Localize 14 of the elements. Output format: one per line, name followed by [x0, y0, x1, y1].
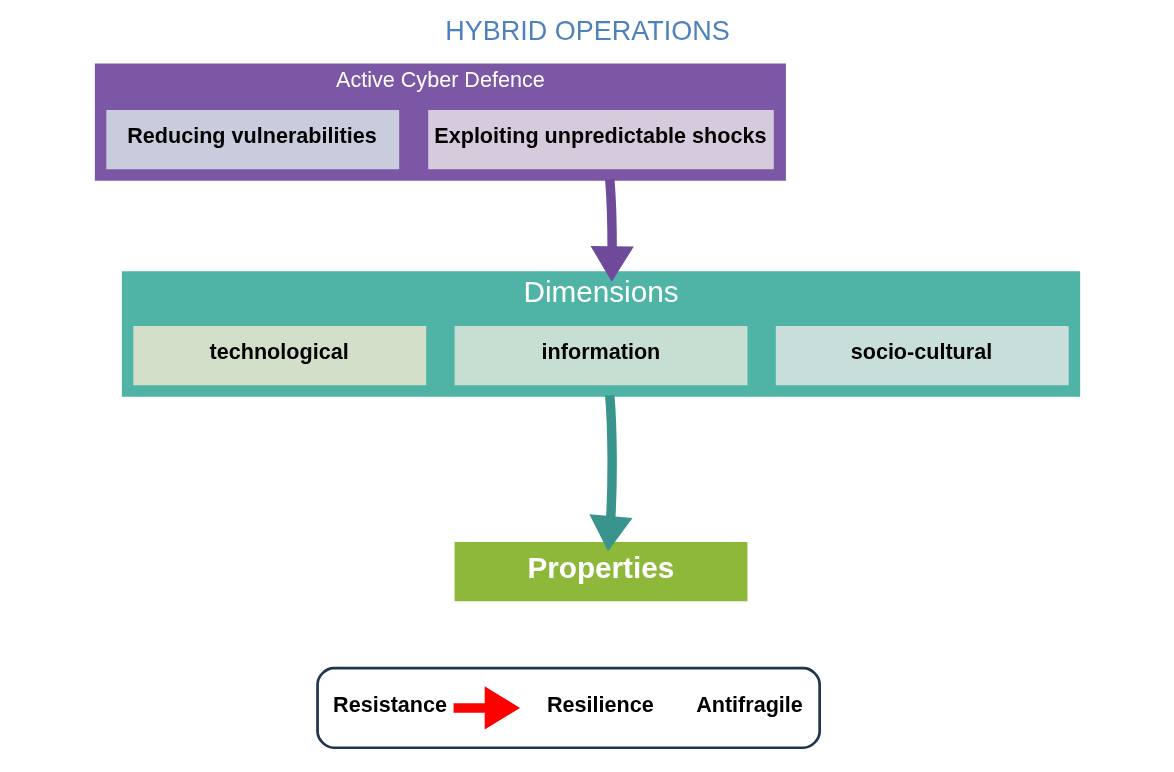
diagram-title: HYBRID OPERATIONS — [444, 16, 730, 47]
node-text: Resistance — [332, 691, 447, 717]
node-box: technological — [132, 325, 426, 386]
node-box: information — [454, 325, 747, 386]
node-box: Exploiting unpredictable shocks — [427, 109, 774, 170]
node-box: Properties — [454, 541, 747, 602]
node-text: Resilience — [546, 691, 654, 717]
arrow — [590, 179, 634, 282]
arrow — [453, 686, 520, 730]
node-box: socio-cultural — [775, 325, 1069, 386]
arrow — [588, 395, 633, 552]
node-box: Reducing vulnerabilities — [105, 109, 399, 170]
cluster — [315, 666, 821, 750]
node-text: Antifragile — [695, 691, 803, 717]
